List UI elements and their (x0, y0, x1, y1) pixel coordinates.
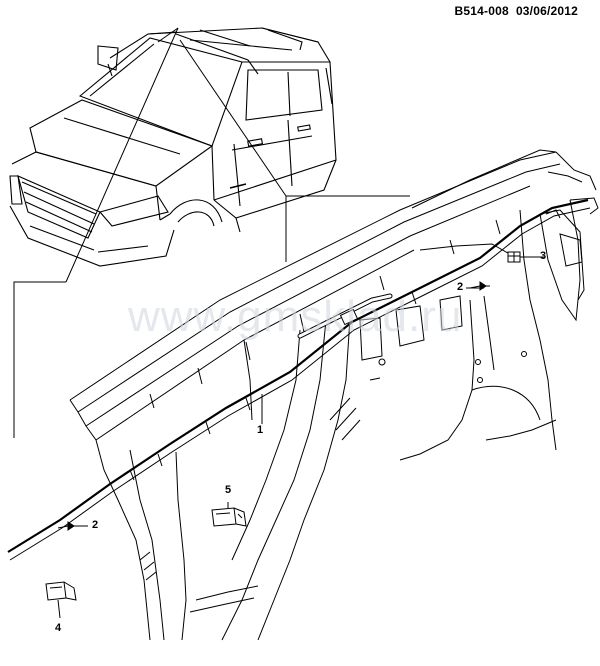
diagram-code: B514-008 (454, 4, 509, 18)
impact-sensor-4 (45, 581, 77, 619)
callout-5: 5 (225, 484, 232, 496)
diagram-date: 03/06/2012 (515, 4, 578, 18)
callout-leaders (66, 256, 544, 527)
zoom-leader-lines (13, 27, 410, 438)
watermark: www.gmsklad.ru (128, 292, 463, 341)
clip-part (507, 251, 534, 263)
fastener-upper (469, 281, 490, 291)
callout-4: 4 (55, 622, 62, 634)
callout-2-lower: 2 (92, 519, 99, 531)
callout-3: 3 (540, 250, 547, 262)
vehicle-overview (9, 27, 337, 267)
curtain-airbag (7, 197, 599, 561)
callout-1: 1 (257, 424, 264, 436)
diagram-header: B514-008 03/06/2012 (455, 4, 578, 18)
body-side-structure (69, 149, 597, 641)
callout-2-upper: 2 (457, 281, 464, 293)
impact-sensor-5 (211, 502, 247, 527)
